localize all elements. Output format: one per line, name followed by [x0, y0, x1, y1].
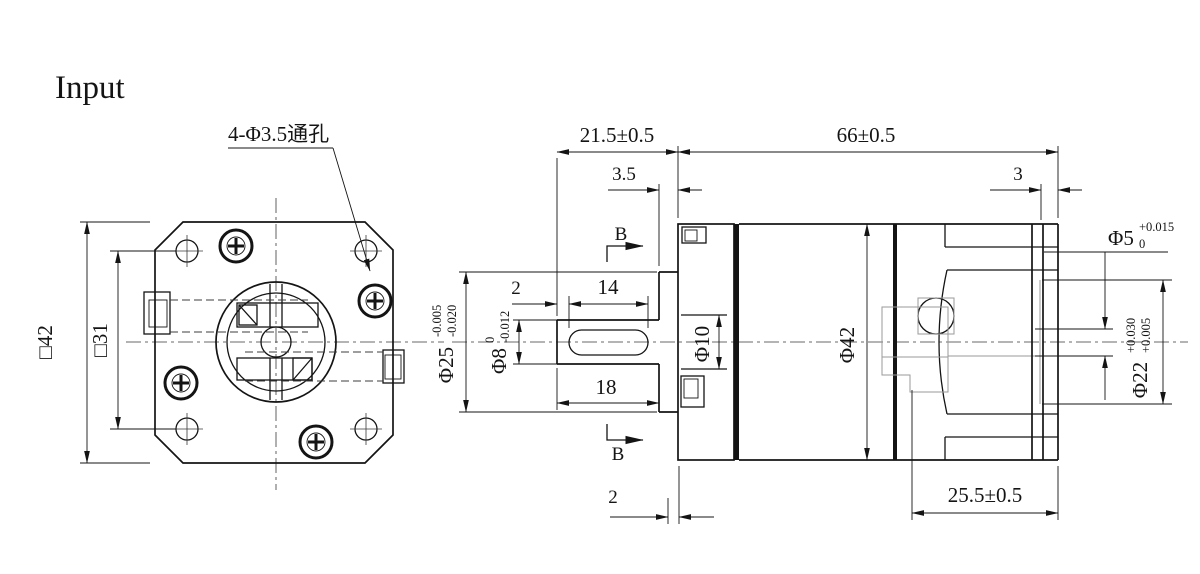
dim-square-42: □42 [33, 221, 150, 464]
dim-label-3: 3 [1013, 164, 1023, 185]
dim-label-d5: Φ5 [1108, 226, 1134, 250]
dim-square-31: □31 [88, 250, 176, 430]
dim-label-3-5: 3.5 [612, 164, 636, 185]
input-coupling [215, 281, 337, 403]
hole-note-label: 4-Φ3.5通孔 [228, 122, 329, 146]
dim-motor-length: 25.5±0.5 [911, 390, 1059, 520]
motor-body [739, 223, 1113, 461]
dim-body-length: 66±0.5 [677, 123, 1059, 218]
dim-key-offset: 2 [511, 278, 558, 307]
screw-icon [357, 283, 393, 319]
gearbox-housing [677, 223, 739, 461]
side-view: 21.5±0.5 66±0.5 3.5 3 2 14 [430, 123, 1188, 524]
dim-shaft-length: 18 [556, 368, 660, 410]
dim-tol-d25-lower: -0.020 [445, 305, 459, 337]
side-tabs [143, 291, 405, 384]
flange-outline [154, 221, 394, 464]
assembly-screws [163, 228, 393, 460]
screw-icon [218, 228, 254, 264]
screw-icon [163, 365, 199, 401]
dim-label-66: 66±0.5 [837, 123, 896, 147]
section-marker-top: B [606, 224, 644, 262]
dim-rear-plate: 3 [990, 164, 1082, 220]
dim-tol-d5-lower: 0 [1139, 237, 1145, 251]
dim-label-21-5: 21.5±0.5 [580, 123, 655, 147]
view-title: Input [55, 70, 125, 106]
dim-boss-dia: Φ25 -0.005 -0.020 [430, 271, 657, 413]
section-label-b-top: B [615, 224, 628, 245]
dim-tol-d5-upper: +0.015 [1139, 220, 1174, 234]
dim-label-square31: □31 [88, 323, 112, 357]
dim-tol-d8-lower: -0.012 [498, 311, 512, 343]
motor-phantom-details [881, 280, 1042, 404]
dim-tol-d8-upper: 0 [483, 337, 497, 343]
dim-label-2-bottom: 2 [608, 487, 618, 508]
dim-label-d22: Φ22 [1128, 362, 1152, 398]
front-view-centerlines [126, 198, 444, 490]
through-holes [171, 235, 382, 445]
section-label-b-bottom: B [612, 444, 625, 465]
front-view: □42 □31 4-Φ3.5通孔 [33, 122, 444, 490]
rear-end-cap [1031, 224, 1113, 460]
motor-can-curve [938, 269, 948, 415]
dim-tol-d22-lower: +0.005 [1139, 318, 1153, 353]
dim-front-plate: 2 [608, 466, 714, 524]
dim-shaft-dia: Φ8 0 -0.012 [483, 311, 557, 374]
screw-icon [298, 424, 334, 460]
dim-label-25-5: 25.5±0.5 [948, 483, 1023, 507]
dim-front-bore: Φ10 [690, 314, 722, 370]
dim-label-14: 14 [598, 275, 620, 299]
dim-label-d25: Φ25 [434, 347, 458, 383]
dim-label-square42: □42 [33, 325, 57, 359]
motor-vent-circle [917, 297, 955, 335]
output-shaft [556, 319, 659, 365]
dim-label-d8: Φ8 [487, 348, 511, 374]
dim-tol-d22-upper: +0.030 [1124, 318, 1138, 353]
hole-note: 4-Φ3.5通孔 [228, 122, 371, 272]
dim-rear-shaft-dia: Φ5 +0.015 0 [1044, 220, 1174, 400]
dim-label-d10: Φ10 [690, 326, 714, 362]
dim-label-18: 18 [596, 375, 617, 399]
dim-label-2-top: 2 [511, 278, 521, 299]
keyway [568, 329, 649, 356]
dim-shaft-overall: 21.5±0.5 [556, 123, 679, 316]
dim-tol-d25-upper: -0.005 [430, 305, 444, 337]
dim-boss-height: 3.5 [608, 164, 702, 266]
dim-key-length: 14 [568, 275, 649, 328]
dim-label-d42: Φ42 [835, 327, 859, 363]
dim-rear-boss-dia: Φ22 +0.030 +0.005 [1042, 279, 1172, 405]
section-marker-bottom: B [606, 424, 644, 465]
dim-body-dia: Φ42 [835, 223, 870, 461]
